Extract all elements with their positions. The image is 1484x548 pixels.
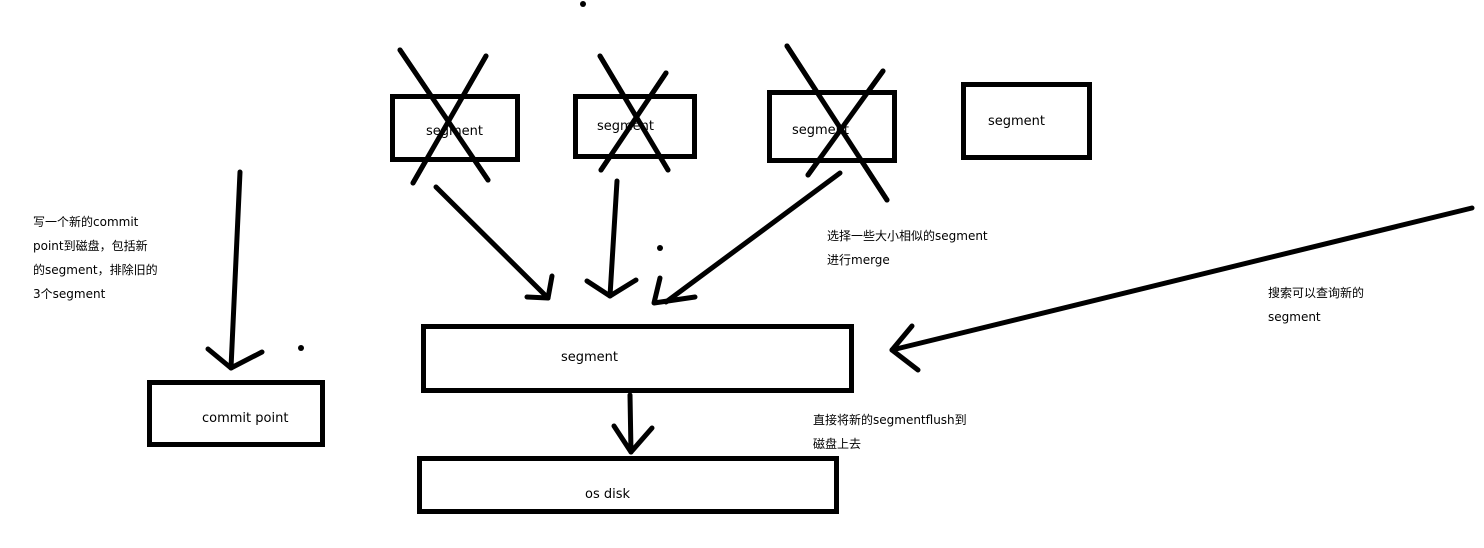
note-line: 直接将新的segmentflush到 (813, 413, 967, 427)
segment-box-4: segment (961, 82, 1092, 160)
commit-point-box: commit point (147, 380, 325, 447)
commit-note: 写一个新的commit point到磁盘，包括新 的segment，排除旧的 3… (33, 210, 158, 306)
note-line: 选择一些大小相似的segment (827, 229, 988, 243)
arrow-merged-to-os-disk (611, 392, 655, 455)
stray-dot (298, 345, 304, 351)
arrow-search-to-merged (889, 205, 1475, 373)
note-line: 进行merge (827, 253, 890, 267)
arrow-seg2-to-merged (584, 178, 639, 299)
note-line: 的segment，排除旧的 (33, 263, 158, 277)
merge-note: 选择一些大小相似的segment 进行merge (827, 224, 988, 272)
segment-box-2: segment (573, 94, 697, 159)
segment-label: segment (426, 124, 484, 139)
note-line: 搜索可以查询新的 (1268, 286, 1365, 300)
arrow-to-commit-point (205, 169, 265, 371)
note-line: 写一个新的commit (33, 215, 139, 229)
segment-label: segment (988, 114, 1046, 129)
arrow-seg3-to-merged (651, 170, 843, 306)
note-line: segment (1268, 310, 1321, 324)
search-note: 搜索可以查询新的 segment (1268, 281, 1364, 329)
arrow-seg1-to-merged (433, 184, 555, 301)
merged-segment-box: segment (421, 324, 854, 393)
segment-label: segment (597, 119, 655, 134)
stray-dot (657, 245, 663, 251)
stray-dot (580, 1, 586, 7)
note-line: 磁盘上去 (813, 437, 862, 451)
os-disk-box: os disk (417, 456, 839, 514)
note-line: 3个segment (33, 287, 106, 301)
note-line: point到磁盘，包括新 (33, 239, 148, 253)
os-disk-label: os disk (585, 487, 631, 502)
segment-box-3: segment (767, 90, 897, 163)
segment-box-1: segment (390, 94, 520, 162)
segment-label: segment (792, 123, 850, 138)
flush-note: 直接将新的segmentflush到 磁盘上去 (813, 408, 967, 456)
merged-segment-label: segment (561, 350, 619, 365)
commit-point-label: commit point (202, 411, 289, 426)
